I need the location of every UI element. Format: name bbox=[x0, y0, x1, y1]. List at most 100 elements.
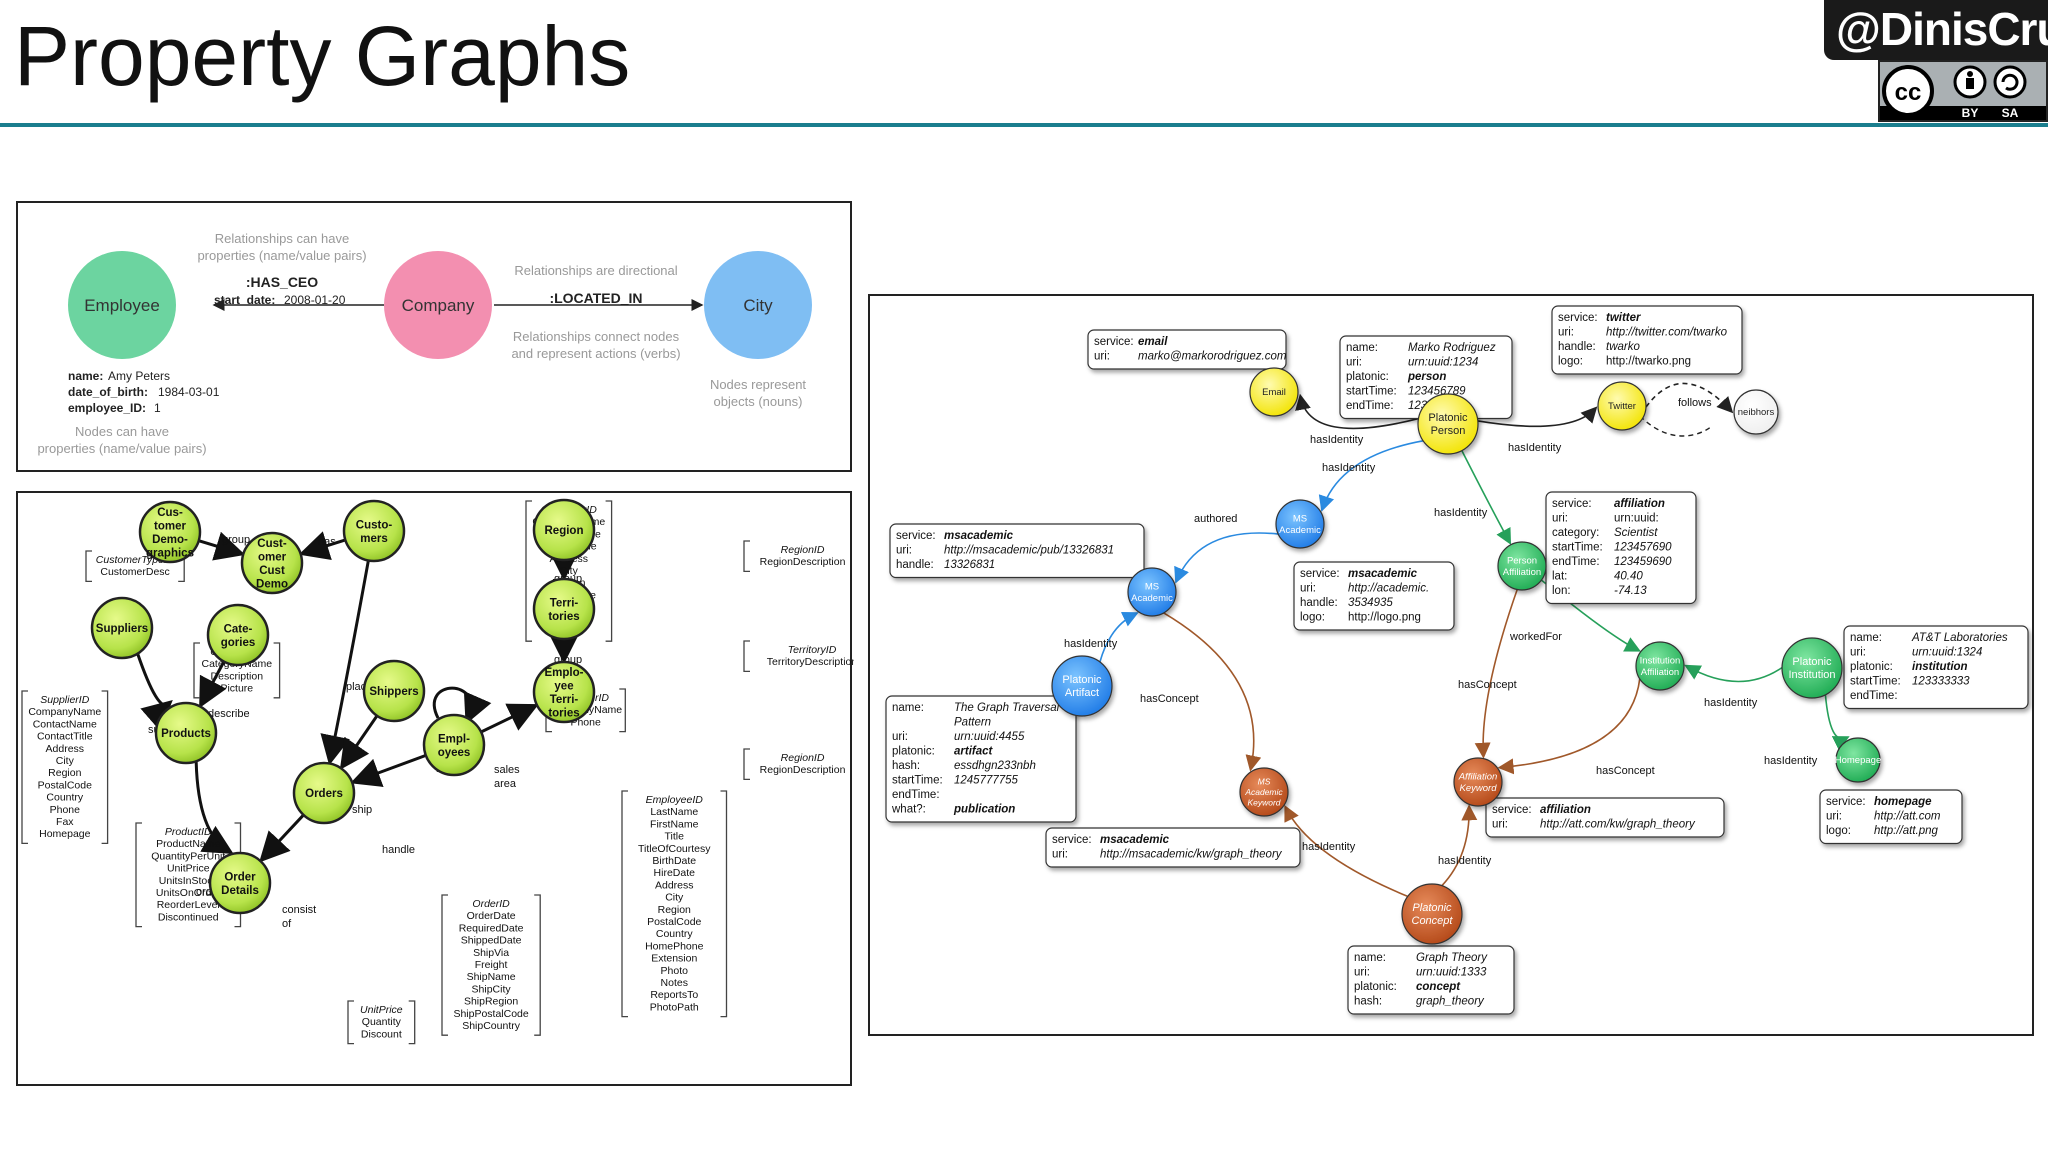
property-value: http://twitter.com/twarko bbox=[1606, 327, 1728, 339]
edge-label: hasIdentity bbox=[1438, 855, 1492, 867]
node-suppliers[interactable]: Suppliers bbox=[90, 596, 154, 660]
node-label: Empl- bbox=[438, 733, 470, 745]
northwind-graph-panel: grouphassupplydescribeplaceshipmgr.sales… bbox=[16, 491, 854, 1086]
property-value: twarko bbox=[1606, 341, 1640, 353]
node-region[interactable]: Region bbox=[532, 498, 596, 562]
property-name: Title bbox=[665, 831, 685, 843]
property-name: ContactTitle bbox=[37, 731, 93, 743]
property-value: artifact bbox=[954, 746, 994, 758]
node-categories[interactable]: Cate-gories bbox=[206, 603, 270, 667]
node-neibhors[interactable]: neibhors bbox=[1733, 389, 1779, 435]
box-ms-author: service:msacademicuri:http://academic.ha… bbox=[1293, 561, 1455, 631]
node-label: Demo- bbox=[152, 534, 188, 546]
property-value: publication bbox=[953, 804, 1015, 816]
title-underline bbox=[0, 123, 2048, 127]
edge-ship bbox=[339, 714, 379, 770]
node-label: Person bbox=[1507, 555, 1537, 566]
property-key: lon: bbox=[1552, 585, 1571, 597]
property-name: UnitsOnOrder bbox=[156, 887, 221, 899]
edge-hasconcept-affiliation bbox=[1474, 589, 1518, 759]
edge-label: follows bbox=[1678, 397, 1712, 409]
node-email[interactable]: Email bbox=[1249, 367, 1299, 417]
node-customers[interactable]: Custo-mers bbox=[342, 499, 406, 563]
property-key: uri: bbox=[1052, 849, 1068, 861]
node-products[interactable]: Products bbox=[154, 701, 218, 765]
edge-label-handle: handle bbox=[382, 844, 415, 856]
edge-label-ship: ship bbox=[352, 804, 372, 816]
property-name: RegionID bbox=[781, 544, 825, 556]
node-label: Platonic bbox=[1412, 902, 1452, 914]
node-label: Emplo- bbox=[545, 667, 584, 679]
edge-label: workedFor bbox=[1509, 631, 1562, 643]
node-homepage[interactable]: Homepage bbox=[1835, 737, 1881, 783]
property-value: http://att.com/kw/graph_theory bbox=[1540, 819, 1696, 831]
page-title: Property Graphs bbox=[14, 9, 631, 103]
property-name: Photo bbox=[661, 965, 689, 977]
node-label: Keyword bbox=[1460, 783, 1498, 794]
by-label: BY bbox=[1962, 106, 1979, 120]
cc-license-badge[interactable]: cc BY SA bbox=[1878, 60, 2048, 122]
property-graph-basics-panel: Employee Company City :HAS_CEO start_dat… bbox=[16, 201, 852, 472]
node-twitter[interactable]: Twitter bbox=[1597, 381, 1647, 431]
edge-follows-back bbox=[1639, 415, 1713, 437]
employee-node bbox=[68, 251, 176, 359]
property-name: LastName bbox=[650, 806, 698, 818]
node-label: Details bbox=[221, 885, 259, 897]
node-shippers[interactable]: Shippers bbox=[362, 659, 426, 723]
property-name: BirthDate bbox=[652, 855, 696, 867]
edge-label: hasIdentity bbox=[1064, 638, 1118, 650]
identity-nodes: EmailPlatonicPersonTwitterneibhorsMSAcad… bbox=[1051, 367, 1881, 945]
property-name: PostalCode bbox=[38, 779, 92, 791]
property-key: service: bbox=[1492, 804, 1532, 816]
property-value: person bbox=[1407, 371, 1446, 383]
edge-sales-area bbox=[480, 703, 539, 734]
node-label: Cust- bbox=[257, 538, 287, 550]
property-name: QuantityPerUnit bbox=[151, 850, 225, 862]
node-label: Demo bbox=[256, 578, 288, 590]
edge-hasidentity-concept-affiliation bbox=[1441, 804, 1478, 887]
note-node-props-1: Nodes can have bbox=[75, 424, 169, 439]
property-key: uri: bbox=[1552, 513, 1568, 525]
node-label: Institution bbox=[1640, 655, 1681, 666]
property-key: service: bbox=[1552, 498, 1592, 510]
note-connect-2: and represent actions (verbs) bbox=[511, 346, 680, 361]
node-employees[interactable]: Empl-oyees bbox=[422, 713, 486, 777]
property-name: Extension bbox=[651, 953, 697, 965]
property-value: http://att.png bbox=[1874, 825, 1939, 837]
property-name: Fax bbox=[56, 816, 74, 828]
property-value: msacademic bbox=[1100, 834, 1170, 846]
node-label: Platonic bbox=[1792, 656, 1832, 668]
node-label: neibhors bbox=[1738, 407, 1775, 418]
node-orders[interactable]: Orders bbox=[292, 761, 356, 825]
property-key: what?: bbox=[891, 804, 926, 816]
property-key: platonic: bbox=[1354, 981, 1397, 993]
edge-hasidentity-institution bbox=[1684, 664, 1783, 683]
node-label: Platonic bbox=[1428, 412, 1468, 424]
edge-hasidentity-ms bbox=[1318, 440, 1424, 512]
box-institution: name:AT&T Laboratoriesuri:urn:uuid:1324p… bbox=[1843, 625, 2029, 710]
property-name: Region bbox=[48, 767, 81, 779]
employee-label: Employee bbox=[84, 296, 160, 315]
property-key: endTime: bbox=[892, 789, 940, 801]
property-key: endTime: bbox=[1552, 556, 1600, 568]
edge-label-sales: sales bbox=[494, 764, 520, 776]
node-territories[interactable]: Terri-tories bbox=[532, 577, 596, 641]
box-email: service:emailuri:marko@markorodriguez.co… bbox=[1087, 329, 1287, 370]
node-label: Platonic bbox=[1062, 674, 1102, 686]
property-name: RegionDescription bbox=[760, 764, 846, 776]
